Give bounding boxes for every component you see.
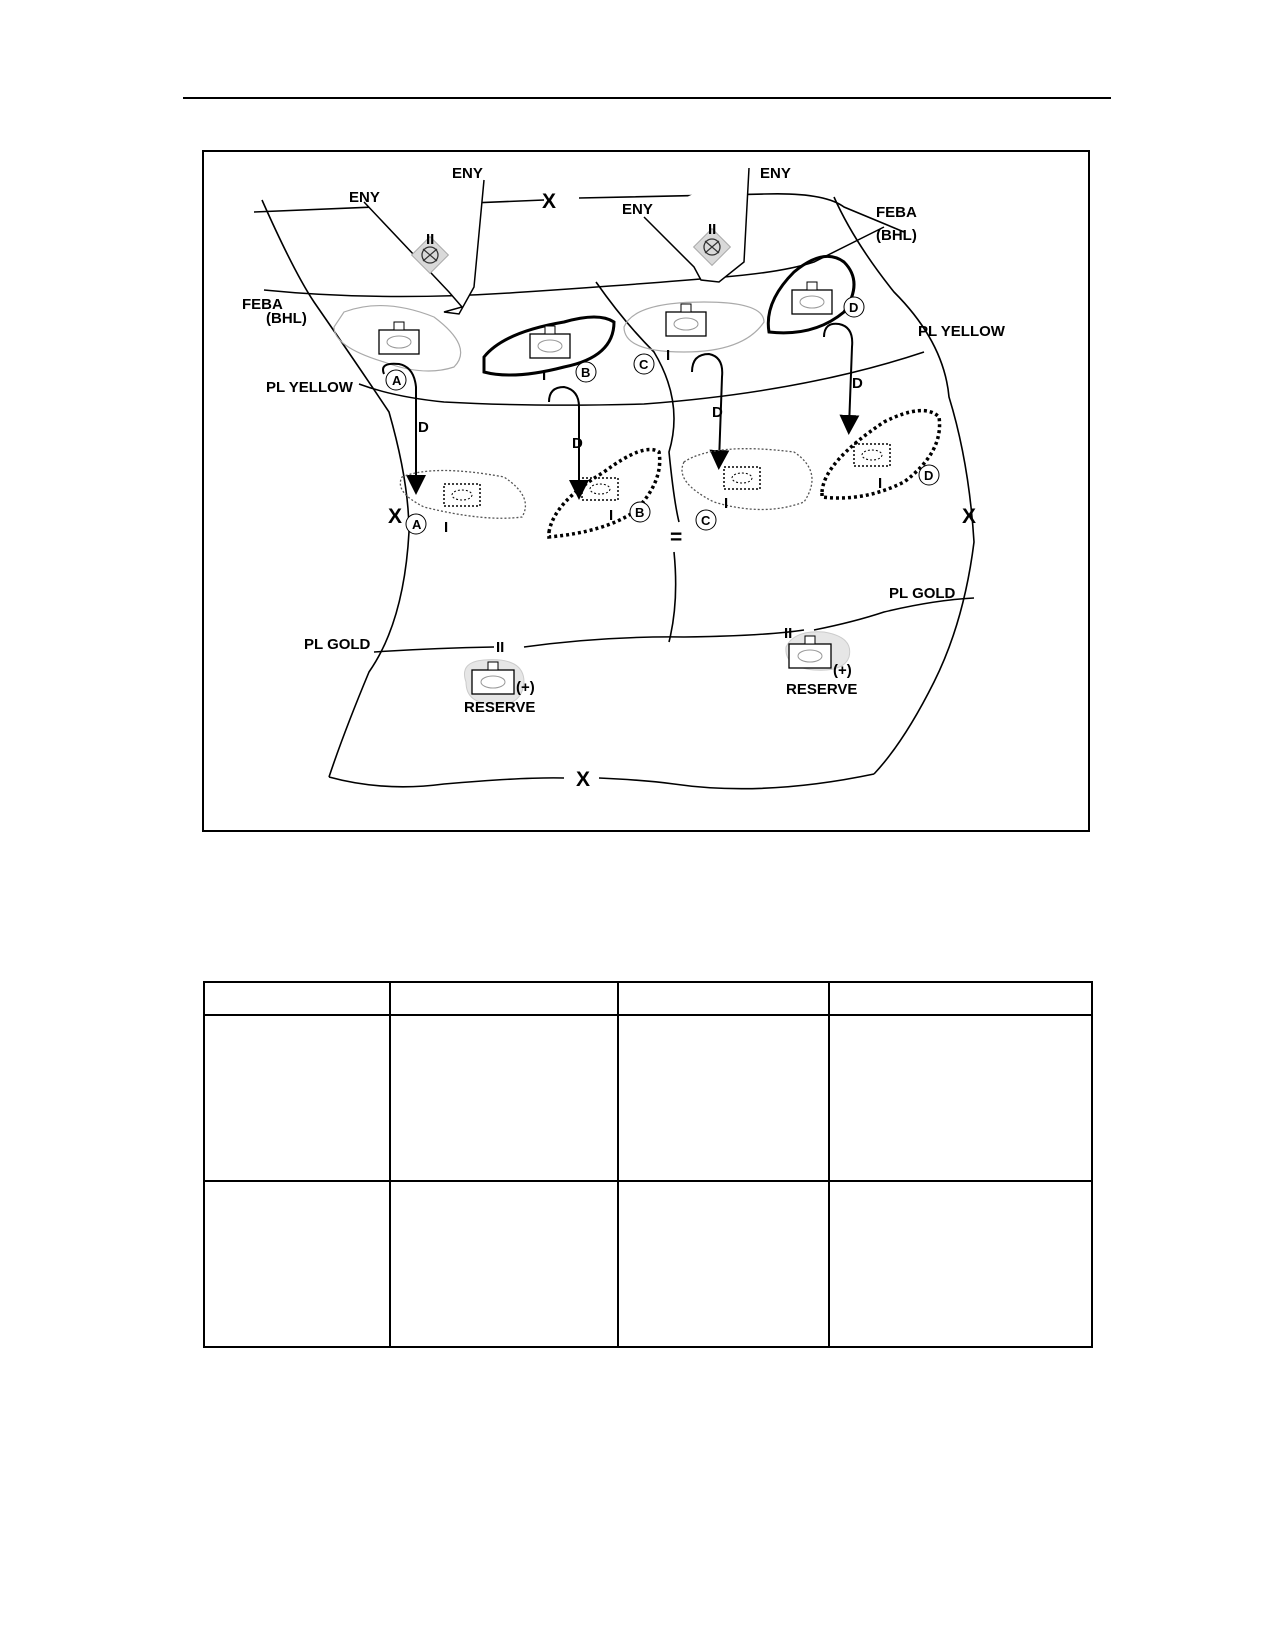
pl-yellow-label-right: PL YELLOW	[918, 323, 1006, 340]
boundary-x-right: X	[962, 505, 976, 528]
reserve-left-unit	[464, 659, 525, 705]
company-a-new-position	[399, 469, 527, 519]
company-echelon-c-new: I	[724, 495, 728, 512]
feba-line	[263, 226, 885, 298]
company-echelon-b-new: I	[609, 507, 613, 524]
eny-arrow-right	[643, 167, 750, 283]
boundary-x-top: X	[542, 190, 556, 213]
enemy-unit-left	[410, 235, 450, 275]
reinforced-label-right: (+)	[833, 662, 852, 679]
reserve-echelon-left: II	[496, 639, 504, 656]
boundary-center-mark: =	[670, 526, 682, 549]
table-header-cell	[203, 981, 391, 1016]
company-letter-b: B	[581, 365, 590, 380]
company-b-new-position	[547, 447, 662, 539]
company-letter-d: D	[849, 300, 858, 315]
eny-label-left: ENY	[349, 189, 380, 206]
pl-gold-label-left: PL GOLD	[304, 636, 371, 653]
right-boundary-line	[833, 196, 975, 775]
enemy-echelon-left: II	[426, 231, 434, 248]
sector-boundaries	[253, 192, 975, 790]
pl-gold-label-right: PL GOLD	[889, 585, 956, 602]
bhl-label-right: (BHL)	[876, 227, 917, 244]
table-cell	[828, 1180, 1093, 1348]
tactical-diagram: ENY ENY ENY ENY FEBA (BHL) FEBA (BHL) PL…	[242, 165, 1006, 791]
table-cell	[617, 1180, 830, 1348]
table-header-cell	[828, 981, 1093, 1016]
move-label-c: D	[712, 404, 723, 421]
rear-boundary-line	[328, 773, 875, 790]
pl-yellow-label-left: PL YELLOW	[266, 379, 354, 396]
tactical-diagram-frame: ENY ENY ENY ENY FEBA (BHL) FEBA (BHL) PL…	[202, 150, 1090, 832]
table-header-cell	[389, 981, 619, 1016]
company-echelon-b: I	[542, 367, 546, 384]
company-echelon-c: I	[666, 347, 670, 364]
company-d-move-arrow	[823, 322, 860, 435]
enemy-unit-right	[692, 227, 732, 267]
table-header-cell	[617, 981, 830, 1016]
company-echelon-d-new: I	[878, 475, 882, 492]
table-cell	[617, 1014, 830, 1182]
reserve-label-right: RESERVE	[786, 681, 857, 698]
company-a-move-arrow	[382, 362, 426, 495]
header-rule	[183, 97, 1111, 99]
company-d-new-position	[820, 408, 942, 500]
table-cell	[203, 1014, 391, 1182]
move-label-b: D	[572, 435, 583, 452]
table-row	[203, 1180, 1093, 1348]
enemy-echelon-right: II	[708, 221, 716, 238]
company-letter-d-new: D	[924, 468, 933, 483]
company-a-initial-position	[333, 305, 462, 372]
company-letter-b-new: B	[635, 505, 644, 520]
company-d-initial-position	[766, 254, 856, 335]
bhl-label-left: (BHL)	[266, 310, 307, 327]
center-boundary-line	[595, 281, 680, 643]
move-label-a: D	[418, 419, 429, 436]
table-cell	[389, 1014, 619, 1182]
empty-grid-table	[203, 981, 1093, 1348]
table-cell	[203, 1180, 391, 1348]
enemy-attack-arrows	[363, 167, 750, 315]
reserve-right-unit	[785, 631, 851, 671]
table-cell	[389, 1180, 619, 1348]
company-c-new-position	[681, 448, 813, 511]
boundary-x-bottom: X	[576, 768, 590, 791]
company-letter-a-new: A	[412, 517, 422, 532]
eny-label-right: ENY	[622, 201, 653, 218]
company-letter-circles	[385, 296, 940, 535]
company-b-initial-position	[482, 315, 616, 377]
company-echelon-a-new: I	[444, 519, 448, 536]
reserve-echelon-right: II	[784, 625, 792, 642]
table-cell	[828, 1014, 1093, 1182]
reinforced-label-left: (+)	[516, 679, 535, 696]
eny-label-top-left: ENY	[452, 165, 483, 182]
company-c-initial-position	[623, 301, 765, 353]
company-b-move-arrow	[548, 385, 589, 500]
table-header-row	[203, 981, 1093, 1016]
reserve-label-left: RESERVE	[464, 699, 535, 716]
left-boundary-line	[261, 199, 410, 778]
eny-label-top-right: ENY	[760, 165, 791, 182]
table-row	[203, 1014, 1093, 1182]
pl-gold-line	[373, 597, 975, 653]
boundary-x-left: X	[388, 505, 402, 528]
company-c-move-arrow	[691, 352, 730, 470]
company-letter-a: A	[392, 373, 402, 388]
company-letter-c: C	[639, 357, 649, 372]
feba-label-left: FEBA	[242, 296, 283, 313]
move-label-d: D	[852, 375, 863, 392]
company-letter-c-new: C	[701, 513, 711, 528]
feba-label-right: FEBA	[876, 204, 917, 221]
